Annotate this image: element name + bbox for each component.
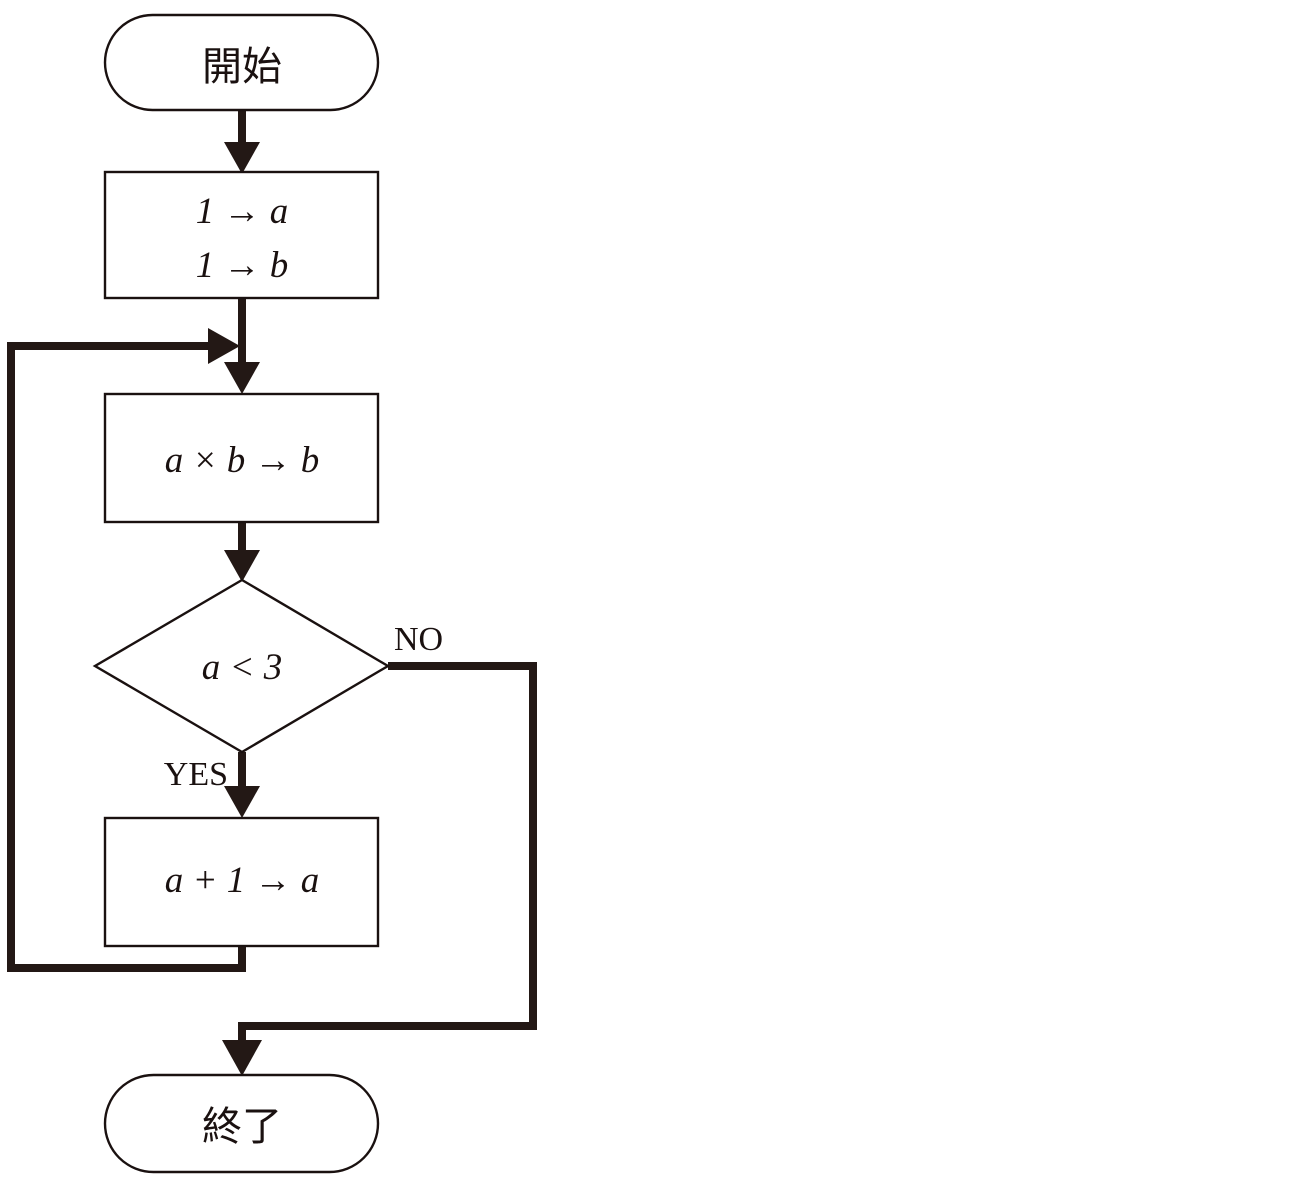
branch-label-yes: YES [164, 756, 228, 793]
connector-multiply-to-decision [224, 522, 260, 582]
connector-start-to-init [224, 110, 260, 174]
node-increment[interactable]: a + 1 → a [103, 816, 380, 948]
node-start-label: 開始 [202, 44, 282, 90]
node-multiply[interactable]: a × b → b [103, 392, 380, 524]
node-end-label: 終了 [202, 1104, 282, 1150]
connector-no-to-end [222, 662, 537, 1076]
node-multiply-label: a × b → b [165, 440, 319, 481]
node-init-line2: 1 → b [196, 245, 289, 286]
node-init[interactable]: 1 → a 1 → b [103, 170, 380, 300]
node-end[interactable]: 終了 [103, 1073, 380, 1174]
branch-label-no: NO [394, 621, 443, 658]
node-init-line1: 1 → a [196, 191, 289, 232]
connector-yes-to-increment [224, 752, 260, 818]
node-increment-label: a + 1 → a [165, 860, 319, 901]
node-decision-label: a < 3 [202, 647, 282, 688]
connector-init-to-multiply [224, 298, 260, 394]
node-start[interactable]: 開始 [103, 13, 380, 112]
connector-loopback [7, 328, 246, 972]
node-decision[interactable]: a < 3 [92, 578, 391, 754]
